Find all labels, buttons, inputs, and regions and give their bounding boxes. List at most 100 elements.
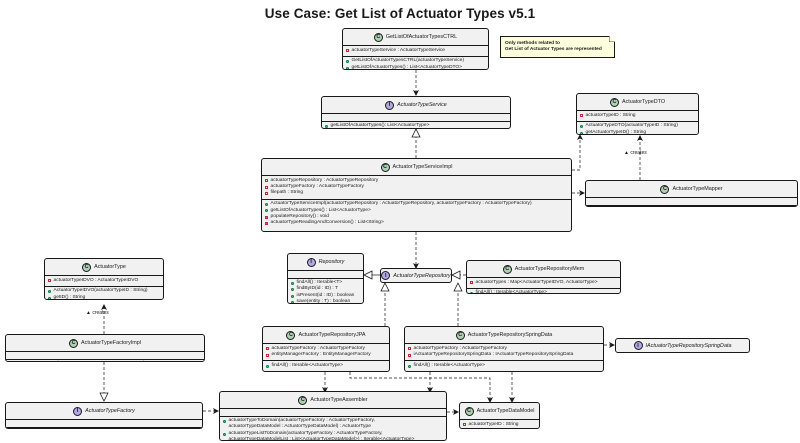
class-name: Repository (318, 259, 345, 265)
diagram-note: Only methods related to Get List of Actu… (500, 36, 615, 58)
class-fields-section: actuatorTypes : Map<ActuatorTypeIDVO, Ac… (467, 277, 620, 288)
public-visibility-icon (223, 432, 226, 436)
class-field: entityManagerFactory : EntityManagerFact… (266, 352, 386, 358)
class-methods-section: findAll() : Iterable<T>findByID(id : ID)… (288, 277, 363, 304)
class-badge-icon: C (609, 97, 619, 107)
class-name: ActuatorTypeRepositorySpringData (467, 332, 553, 338)
member-text: getListOfActuatorTypes() : List<Actuator… (351, 64, 463, 70)
class-method: GetListOfActuatorTypesCTRL(actuatorTypeS… (346, 58, 485, 64)
class-method: actuatorTypeDataModel : ActuatorTypeData… (223, 424, 443, 430)
class-fields-section: actuatorTypeService : ActuatorTypeServic… (343, 45, 488, 56)
interface-badge-icon: I (306, 257, 316, 267)
public-visibility-icon (266, 364, 269, 368)
class-method: actuatorTypeDataModelList : List<Actuato… (223, 437, 443, 440)
private-visibility-icon (408, 353, 411, 357)
class-name: ActuatorTypeFactoryImpl (81, 340, 141, 346)
class-fields-section: actuatorTypeFactory : ActuatorTypeFactor… (405, 343, 603, 360)
private-visibility-icon (48, 279, 51, 283)
public-visibility-icon (48, 296, 51, 299)
edge-serviceimpl-to-dto (572, 134, 583, 171)
interface-badge-icon: I (73, 406, 83, 416)
public-visibility-icon (580, 125, 583, 129)
label-creates-type: ▲ creates (86, 310, 109, 316)
class-method: getListOfActuatorTypes(): List<ActuatorT… (325, 123, 507, 128)
class-fields-section (288, 270, 363, 278)
class-name: ActuatorTypeAssembler (310, 397, 368, 403)
member-text: iActuatorTypeRepositorySpringData : IAct… (413, 351, 574, 357)
class-fields-section: actuatorTypeID : String (460, 419, 539, 428)
class-fields-section (220, 408, 446, 416)
class-fields-section: actuatorTypeIDVO : ActuatorTypeIDVO (45, 275, 163, 286)
label-creates-dto: ▲ creates (624, 150, 647, 156)
class-field: actuatorTypeFactory : ActuatorTypeFactor… (265, 184, 568, 190)
member-text: actuatorTypeService : ActuatorTypeServic… (351, 47, 446, 53)
class-fields-section: actuatorTypeID : String (577, 110, 698, 121)
class-methods-section: domainToDTO(actuatorTypeList : List<Actu… (586, 204, 797, 207)
member-text: ActuatorTypeIDVO(actuatorTypeID : String… (53, 288, 148, 294)
public-visibility-icon (291, 288, 294, 292)
member-text: actuatorTypeDataModel : ActuatorTypeData… (228, 424, 371, 430)
interface-badge-icon: I (381, 271, 391, 280)
class-fields-section (6, 419, 202, 427)
member-text: findByID(id : ID) : T (296, 286, 339, 292)
class-method: getActuatorTypeID() : String (580, 130, 695, 134)
class-field: actuatorTypeIDVO : ActuatorTypeIDVO (48, 278, 160, 284)
class-method: findAll() : Iterable<ActuatorType> (266, 363, 386, 369)
public-visibility-icon (265, 202, 268, 206)
member-text: actuatorTypeFactory : ActuatorTypeFactor… (413, 345, 508, 351)
class-name: ActuatorTypeRepositoryMem (514, 266, 585, 272)
member-text: isPresent(id : ID) : boolean (296, 292, 355, 298)
member-text: actuatorTypeListToDomain(actuatorTypeFac… (228, 430, 383, 436)
class-fields-section (586, 197, 797, 205)
class-badge-icon: C (660, 184, 670, 194)
member-text: getID() : String (53, 294, 86, 300)
private-visibility-icon (265, 222, 268, 226)
class-method: ActuatorTypeServiceImpl(actuatorTypeRepo… (265, 201, 568, 207)
class-method: findAll() : Iterable<ActuatorType> (408, 363, 600, 369)
private-visibility-icon (265, 215, 268, 219)
public-visibility-icon (470, 292, 473, 293)
class-method: actuatorTypeToDomain(actuatorTypeFactory… (223, 418, 443, 424)
member-text: ActuatorTypeDTO(actuatorTypeID : String) (585, 123, 678, 129)
public-visibility-icon (580, 131, 583, 134)
class-method: findAll() : Iterable<T> (291, 280, 360, 286)
member-text: actuatorTypeRepository : ActuatorTypeRep… (270, 177, 379, 183)
class-badge-icon: C (502, 264, 512, 274)
class-method: createActuatorType(actuatorTypeIDVO : Ac… (9, 361, 201, 362)
class-methods-section: createActuatorType(actuatorTypeIDVO : Ac… (6, 426, 202, 429)
member-text: filepath : String (270, 190, 304, 196)
class-field: actuatorTypeFactory : ActuatorTypeFactor… (408, 346, 600, 352)
member-text: createActuatorType(actuatorTypeIDVO : Ac… (15, 361, 178, 362)
member-text: findAll() : Iterable<ActuatorType> (271, 362, 344, 368)
member-text: actuatorTypeID : String (585, 112, 636, 118)
member-text: save(entity : T) : boolean (296, 299, 351, 304)
member-text: findAll() : Iterable<ActuatorType> (413, 362, 486, 368)
private-visibility-icon (408, 347, 411, 351)
class-method: ActuatorTypeIDVO(actuatorTypeID : String… (48, 288, 160, 294)
class-methods-section: ActuatorTypeDTO(actuatorTypeID : String)… (577, 120, 698, 134)
class-methods-section: GetListOfActuatorTypesCTRL(actuatorTypeS… (343, 55, 488, 70)
note-line-1: Only methods related to (505, 41, 560, 46)
class-badge-icon: C (69, 338, 79, 348)
class-methods-section: findAll() : Iterable<ActuatorType> (467, 287, 620, 294)
class-name: ActuatorTypeServiceImpl (392, 164, 453, 170)
class-badge-icon: C (373, 32, 383, 42)
member-text: findAll() : Iterable<ActuatorType> (475, 290, 548, 294)
